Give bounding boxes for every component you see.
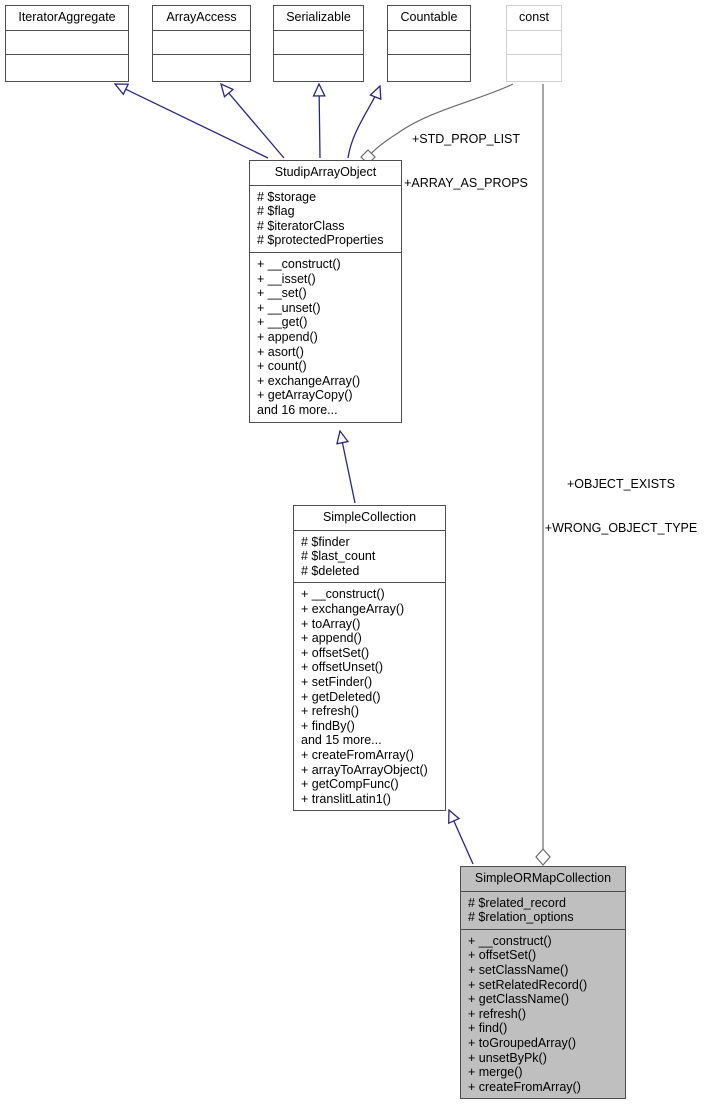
operation-row: + offsetUnset() — [301, 660, 384, 675]
operation-row: + toGroupedArray() — [468, 1035, 577, 1050]
class-box-countable[interactable]: Countable — [387, 5, 471, 82]
attribute-row: # $iteratorClass — [257, 218, 345, 233]
operation-row: + offsetSet() — [468, 948, 537, 963]
operation-row-more: and 15 more... — [301, 733, 382, 748]
edge-label-const-to-studip: +STD_PROP_LIST +ARRAY_AS_PROPS — [398, 103, 534, 220]
attributes-compartment — [6, 31, 128, 55]
class-box-serializable[interactable]: Serializable — [273, 5, 364, 82]
attribute-row: # $storage — [257, 189, 317, 204]
operation-row: + __construct() — [301, 587, 385, 602]
operation-row: + asort() — [257, 344, 304, 359]
class-box-studip-array-object[interactable]: StudipArrayObject # $storage # $flag # $… — [249, 160, 402, 423]
class-name-array-access: ArrayAccess — [153, 6, 250, 31]
operation-row: + __set() — [257, 286, 307, 301]
class-name-iterator-aggregate: IteratorAggregate — [6, 6, 128, 31]
operation-row: + __get() — [257, 315, 308, 330]
operation-row: + exchangeArray() — [257, 373, 361, 388]
operations-compartment — [388, 55, 470, 79]
class-box-const[interactable]: const — [506, 5, 562, 82]
operation-row: + __isset() — [257, 271, 316, 286]
attributes-compartment — [153, 31, 250, 55]
operation-row: + append() — [257, 329, 318, 344]
operation-row: + getDeleted() — [301, 689, 381, 704]
class-box-simple-collection[interactable]: SimpleCollection # $finder # $last_count… — [293, 505, 446, 812]
edge-label-line: +OBJECT_EXISTS — [566, 477, 676, 492]
class-name-simple-collection: SimpleCollection — [294, 506, 445, 531]
class-box-simple-ormap-collection[interactable]: SimpleORMapCollection # $related_record … — [460, 866, 626, 1100]
attribute-row: # $relation_options — [468, 910, 574, 925]
operation-row-more: and 16 more... — [257, 402, 338, 417]
operation-row: + getClassName() — [468, 992, 570, 1007]
attribute-row: # $finder — [301, 534, 350, 549]
operations-compartment — [6, 55, 128, 79]
operation-row: + unsetByPk() — [468, 1050, 547, 1065]
edge-studip-to-serializable — [319, 84, 320, 159]
operation-row: + translitLatin1() — [301, 791, 391, 806]
class-name-simple-ormap-collection: SimpleORMapCollection — [461, 867, 625, 892]
operations-compartment: + __construct() + exchangeArray() + toAr… — [294, 583, 445, 810]
operation-row: + offsetSet() — [301, 645, 370, 660]
attributes-compartment — [507, 31, 561, 55]
operation-row: + __construct() — [468, 933, 552, 948]
operation-row: + setFinder() — [301, 674, 373, 689]
operations-compartment — [274, 55, 363, 79]
operation-row: + refresh() — [468, 1006, 527, 1021]
attribute-row: # $related_record — [468, 895, 566, 910]
attribute-row: # $deleted — [301, 563, 360, 578]
class-box-array-access[interactable]: ArrayAccess — [152, 5, 251, 82]
attribute-row: # $protectedProperties — [257, 233, 384, 248]
operation-row: + getArrayCopy() — [257, 388, 353, 403]
attributes-compartment: # $finder # $last_count # $deleted — [294, 531, 445, 584]
class-name-serializable: Serializable — [274, 6, 363, 31]
operation-row: + count() — [257, 359, 307, 374]
edge-label-line: +WRONG_OBJECT_TYPE — [544, 520, 698, 535]
class-name-const: const — [507, 6, 561, 31]
operation-row: + refresh() — [301, 704, 360, 719]
attribute-row: # $last_count — [301, 549, 376, 564]
operation-row: + find() — [468, 1021, 508, 1036]
operation-row: + exchangeArray() — [301, 601, 405, 616]
class-name-studip-array-object: StudipArrayObject — [250, 161, 401, 186]
operations-compartment — [507, 55, 561, 79]
edge-studip-to-arrayaccess — [221, 84, 285, 159]
class-name-countable: Countable — [388, 6, 470, 31]
aggregation-diamond-ormap — [535, 848, 551, 866]
class-box-iterator-aggregate[interactable]: IteratorAggregate — [5, 5, 129, 82]
operation-row: + setRelatedRecord() — [468, 977, 588, 992]
attributes-compartment: # $related_record # $relation_options — [461, 892, 625, 930]
operation-row: + __unset() — [257, 300, 321, 315]
operations-compartment: + __construct() + __isset() + __set() + … — [250, 253, 401, 422]
attribute-row: # $flag — [257, 204, 295, 219]
operation-row: + createFromArray() — [301, 747, 414, 762]
edge-ormap-to-simplecollection — [449, 810, 474, 865]
attributes-compartment — [388, 31, 470, 55]
operation-row: + findBy() — [301, 718, 355, 733]
edge-studip-to-countable — [347, 86, 380, 159]
operations-compartment: + __construct() + offsetSet() + setClass… — [461, 930, 625, 1099]
operation-row: + createFromArray() — [468, 1079, 581, 1094]
operation-row: + toArray() — [301, 616, 361, 631]
edge-studip-to-iteratoraggregate — [115, 84, 269, 159]
operation-row: + append() — [301, 631, 362, 646]
edge-label-line: +STD_PROP_LIST — [411, 132, 521, 147]
attributes-compartment: # $storage # $flag # $iteratorClass # $p… — [250, 186, 401, 253]
operation-row: + arrayToArrayObject() — [301, 762, 428, 777]
operations-compartment — [153, 55, 250, 79]
operation-row: + getCompFunc() — [301, 777, 399, 792]
edge-label-line: +ARRAY_AS_PROPS — [404, 175, 528, 190]
operation-row: + __construct() — [257, 256, 341, 271]
attributes-compartment — [274, 31, 363, 55]
operation-row: + merge() — [468, 1065, 523, 1080]
edge-label-const-to-ormap: +OBJECT_EXISTS +WRONG_OBJECT_TYPE — [535, 448, 707, 565]
edge-simplecollection-to-studip — [340, 431, 356, 504]
operation-row: + setClassName() — [468, 962, 569, 977]
